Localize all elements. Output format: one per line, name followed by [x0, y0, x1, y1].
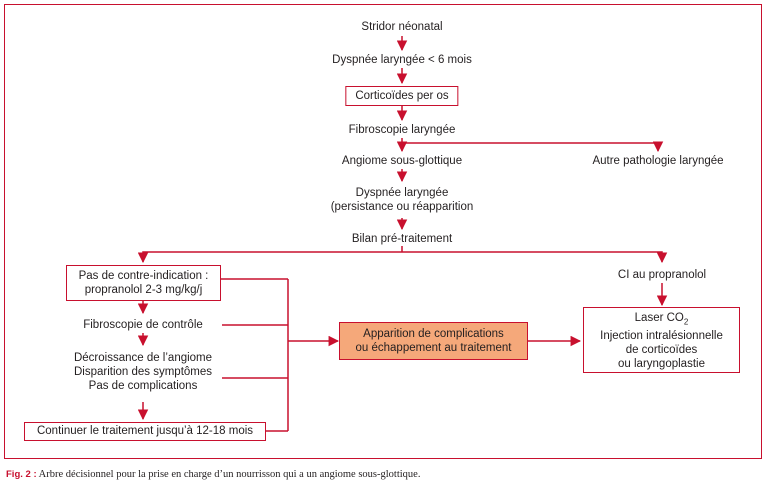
- node-dyspnee-persistance: Dyspnée laryngée (persistance ou réappar…: [331, 186, 474, 214]
- laser-subscript: 2: [683, 317, 689, 327]
- laser-line3: de corticoïdes: [625, 344, 698, 357]
- node-ci-propranolol: CI au propranolol: [617, 269, 707, 281]
- dyspnee2-line1: Dyspnée laryngée: [355, 187, 449, 199]
- node-fibroscopie-controle: Fibroscopie de contrôle: [83, 319, 203, 331]
- node-stridor: Stridor néonatal: [361, 21, 443, 33]
- pas-ci-line1: Pas de contre-indication :: [78, 270, 209, 282]
- decroissance-line3: Pas de complications: [88, 380, 198, 392]
- pas-ci-line2: propranolol 2-3 mg/kg/j: [84, 284, 203, 296]
- complications-line2: ou échappement au traitement: [355, 342, 512, 354]
- figure-caption: Fig. 2 : Arbre décisionnel pour la prise…: [6, 469, 420, 480]
- caption-label: Fig. 2 :: [6, 469, 37, 480]
- decroissance-line1: Décroissance de l’angiome: [73, 352, 213, 364]
- node-complications: Apparition de complications ou échappeme…: [339, 322, 528, 360]
- node-continuer-traitement: Continuer le traitement jusqu’à 12-18 mo…: [24, 422, 266, 441]
- node-autre-pathologie: Autre pathologie laryngée: [592, 155, 724, 167]
- node-angiome: Angiome sous-glottique: [341, 155, 463, 167]
- caption-text: Arbre décisionnel pour la prise en charg…: [38, 469, 421, 480]
- arrow-bilan-ci: [402, 251, 668, 264]
- decroissance-line2: Disparition des symptômes: [73, 366, 213, 378]
- laser-line4: ou laryngoplastie: [618, 358, 705, 371]
- node-pas-contre-indication: Pas de contre-indication : propranolol 2…: [66, 265, 221, 301]
- node-bilan: Bilan pré-traitement: [351, 233, 453, 245]
- laser-co-text: Laser CO: [634, 312, 684, 324]
- node-dyspnee: Dyspnée laryngée < 6 mois: [332, 54, 472, 66]
- laser-line1: Laser CO2: [584, 311, 739, 329]
- dyspnee2-line2: (persistance ou réapparition: [330, 201, 474, 213]
- complications-line1: Apparition de complications: [363, 328, 504, 340]
- node-decroissance: Décroissance de l’angiome Disparition de…: [74, 351, 212, 393]
- arrow-fibroscopie-autre: [402, 141, 664, 153]
- node-fibroscopie: Fibroscopie laryngée: [348, 124, 456, 136]
- node-corticoides: Corticoïdes per os: [345, 86, 459, 106]
- arrow-bilan-pas-ci: [137, 251, 402, 264]
- laser-line2: Injection intralésionnelle: [600, 330, 723, 343]
- node-traitements-alternatifs: Laser CO2 Injection intralésionnelle de …: [583, 307, 740, 373]
- diagram-frame: [4, 4, 762, 459]
